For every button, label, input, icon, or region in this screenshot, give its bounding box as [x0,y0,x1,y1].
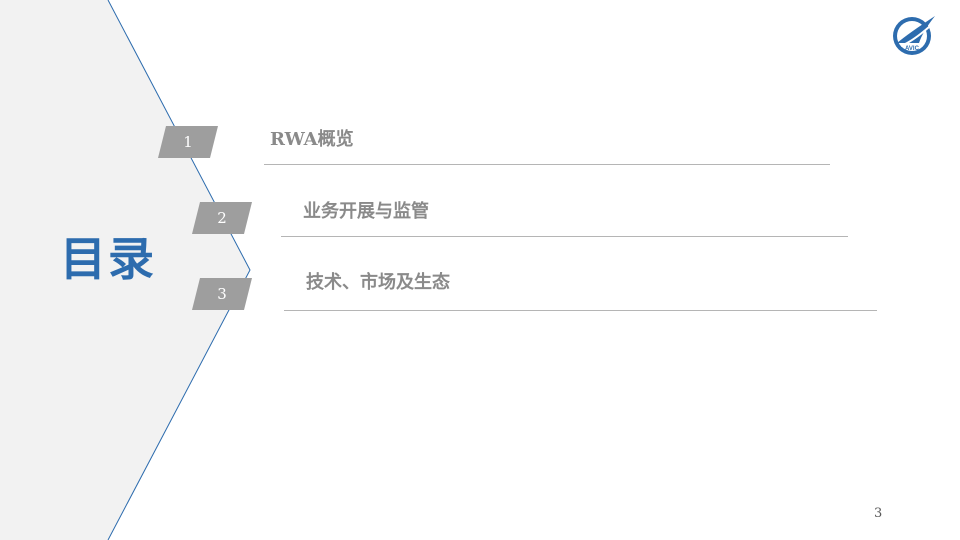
page-number: 3 [874,506,883,521]
avic-logo-icon: AVIC [889,13,939,57]
toc-divider-2 [281,236,848,237]
toc-item-3[interactable]: 技术、市场及生态 [306,272,450,293]
toc-number-tab-3: 3 [192,278,252,310]
toc-number-1: 1 [183,133,193,151]
toc-divider-1 [264,164,830,165]
toc-item-1[interactable]: RWA概览 [270,129,354,150]
toc-number-tab-1: 1 [158,126,218,158]
toc-number-3: 3 [217,285,227,303]
toc-divider-3 [284,310,877,311]
toc-number-tab-2: 2 [192,202,252,234]
logo-text: AVIC [905,46,920,52]
page-title: 目录 [60,232,156,286]
toc-item-2[interactable]: 业务开展与监管 [303,201,429,222]
toc-number-2: 2 [217,209,227,227]
